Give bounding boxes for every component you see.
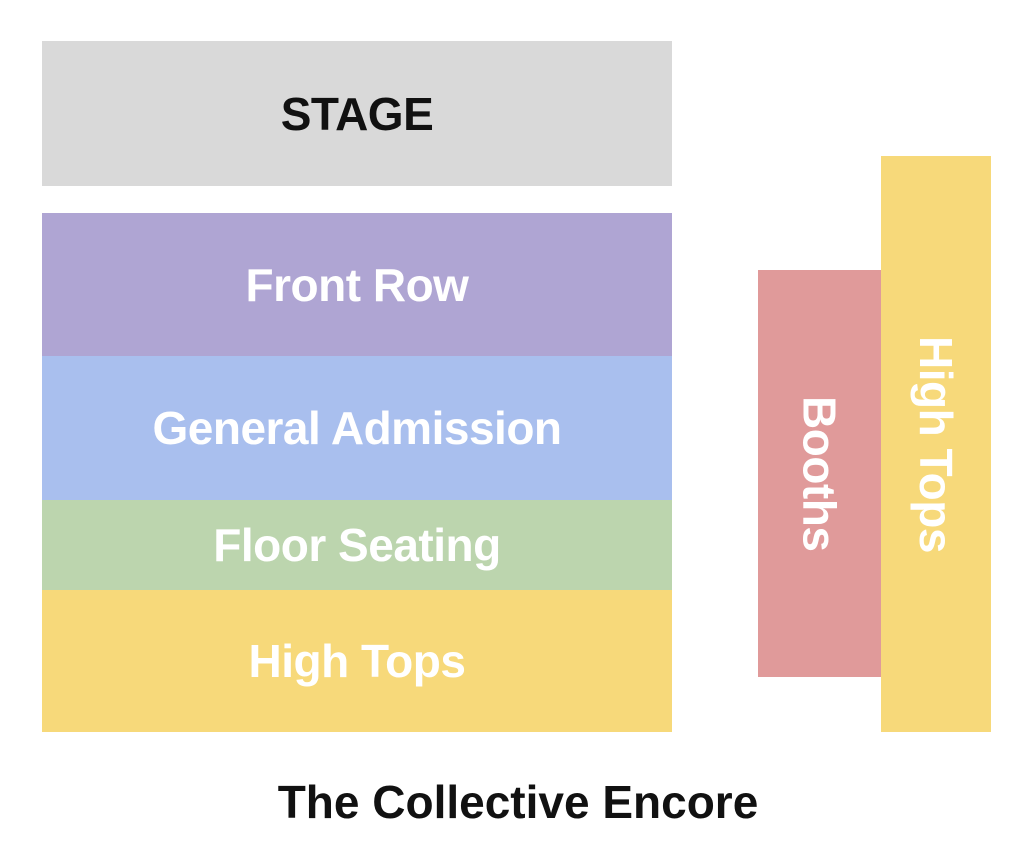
section-front-row[interactable]: Front Row: [42, 213, 672, 356]
section-label: Booths: [793, 395, 846, 552]
venue-title: The Collective Encore: [277, 776, 759, 828]
section-label: High Tops: [910, 335, 962, 553]
section-label: Front Row: [245, 258, 469, 311]
section-high-tops[interactable]: High Tops: [42, 590, 672, 732]
section-label: Floor Seating: [213, 519, 501, 571]
section-booths[interactable]: Booths: [758, 270, 881, 677]
section-general-admission[interactable]: General Admission: [42, 356, 672, 500]
stage-label: STAGE: [280, 87, 434, 140]
section-label: High Tops: [248, 635, 466, 687]
section-high-tops-side[interactable]: High Tops: [881, 156, 991, 732]
section-label: General Admission: [152, 402, 562, 454]
section-floor-seating[interactable]: Floor Seating: [42, 500, 672, 590]
stage-area: STAGE: [42, 41, 672, 186]
